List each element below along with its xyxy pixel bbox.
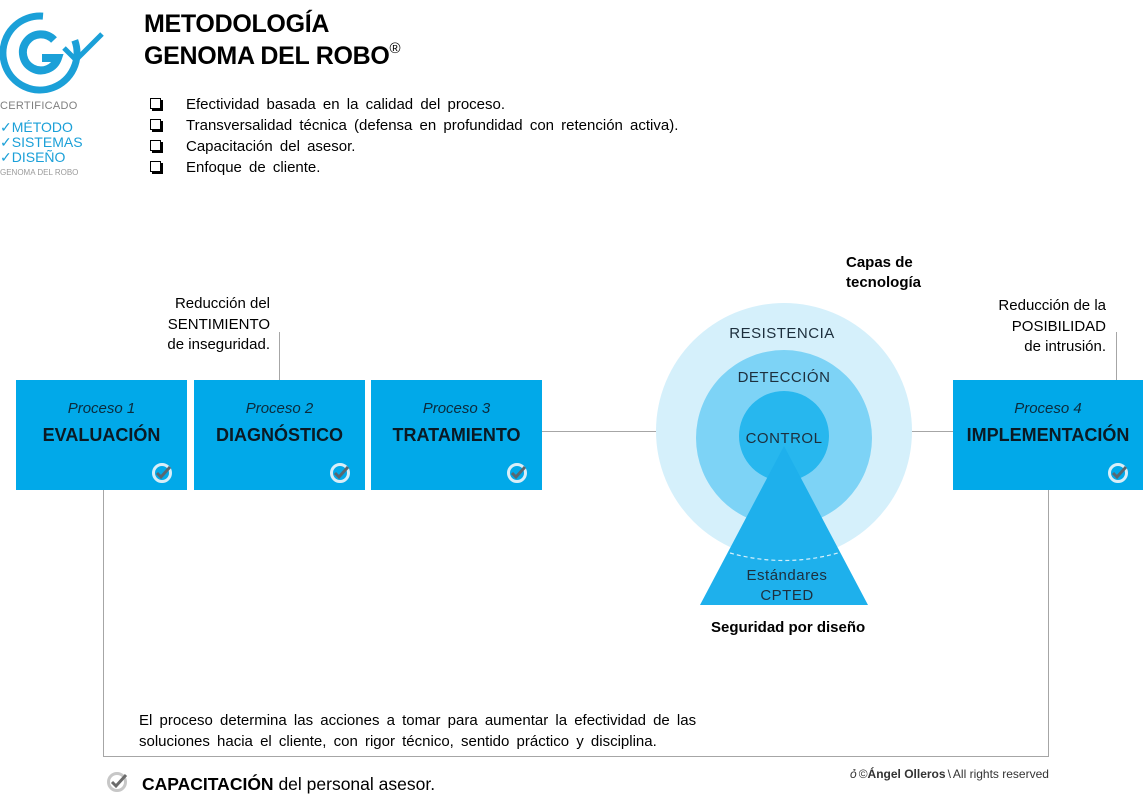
process-box-1[interactable]: Proceso 1 EVALUACIÓN xyxy=(16,380,187,490)
check-badge-icon xyxy=(1108,463,1128,483)
note-connector-left xyxy=(279,332,280,380)
check-badge-icon xyxy=(107,772,128,792)
process-box-4[interactable]: Proceso 4 IMPLEMENTACIÓN xyxy=(953,380,1143,490)
triangle-cpted xyxy=(700,446,868,605)
logo-genoma: GENOMA DEL ROBO xyxy=(0,168,79,177)
label-resistencia: RESISTENCIA xyxy=(729,325,835,342)
bullet-item: Efectividad basada en la calidad del pro… xyxy=(150,96,505,116)
title-line-1: METODOLOGÍA xyxy=(144,10,330,38)
check-badge-icon xyxy=(330,463,350,483)
label-control: CONTROL xyxy=(745,430,823,447)
label-deteccion: DETECCIÓN xyxy=(737,369,831,386)
checkbox-square-icon xyxy=(150,161,161,172)
label-seguridad-diseno: Seguridad por diseño xyxy=(711,619,866,636)
loop-line-left xyxy=(103,490,104,756)
layers-diagram xyxy=(656,303,912,605)
logo-item-metodo: ✓MÉTODO xyxy=(0,119,73,135)
ring-control xyxy=(739,391,829,481)
check-badge-icon xyxy=(507,463,527,483)
logo-item-diseno: ✓DISEÑO xyxy=(0,149,66,165)
bullet-item: Enfoque de cliente. xyxy=(150,159,320,179)
logo-g-check-icon xyxy=(0,12,104,94)
registered-mark: ® xyxy=(389,40,401,57)
connector-line xyxy=(912,431,954,432)
title-line-2: GENOMA DEL ROBO® xyxy=(144,40,401,70)
process-number: Proceso 2 xyxy=(245,400,314,417)
logo-certificado: CERTIFICADO xyxy=(0,100,78,112)
checkbox-square-icon xyxy=(150,140,161,151)
connector-line xyxy=(540,431,656,432)
check-badge-icon xyxy=(152,463,172,483)
bullet-item: Capacitación del asesor. xyxy=(150,138,355,158)
loop-line-bottom xyxy=(103,756,1049,757)
loop-line-right xyxy=(1048,490,1049,757)
footer-capacitacion: CAPACITACIÓN del personal asesor. xyxy=(142,774,436,794)
process-number: Proceso 4 xyxy=(1014,400,1082,417)
author-logo-icon: ỏ xyxy=(850,767,857,781)
process-number: Proceso 3 xyxy=(422,400,491,417)
process-box-2[interactable]: Proceso 2 DIAGNÓSTICO xyxy=(194,380,365,490)
process-name: DIAGNÓSTICO xyxy=(215,425,343,445)
process-number: Proceso 1 xyxy=(67,400,136,417)
note-connector-right xyxy=(1116,332,1117,380)
process-box-3[interactable]: Proceso 3 TRATAMIENTO xyxy=(371,380,542,490)
checkbox-square-icon xyxy=(150,98,161,109)
certificado-logo: CERTIFICADO ✓MÉTODO ✓SISTEMAS ✓DISEÑO GE… xyxy=(0,8,110,178)
process-name: IMPLEMENTACIÓN xyxy=(966,425,1130,445)
logo-item-sistemas: ✓SISTEMAS xyxy=(0,134,83,150)
bullet-item: Transversalidad técnica (defensa en prof… xyxy=(150,117,678,137)
checkbox-square-icon xyxy=(150,119,161,130)
copyright: ỏ©Ángel Olleros\All rights reserved xyxy=(850,767,1049,781)
process-description: El proceso determina las acciones a toma… xyxy=(139,712,697,750)
process-name: TRATAMIENTO xyxy=(392,425,521,445)
process-name: EVALUACIÓN xyxy=(42,425,161,445)
